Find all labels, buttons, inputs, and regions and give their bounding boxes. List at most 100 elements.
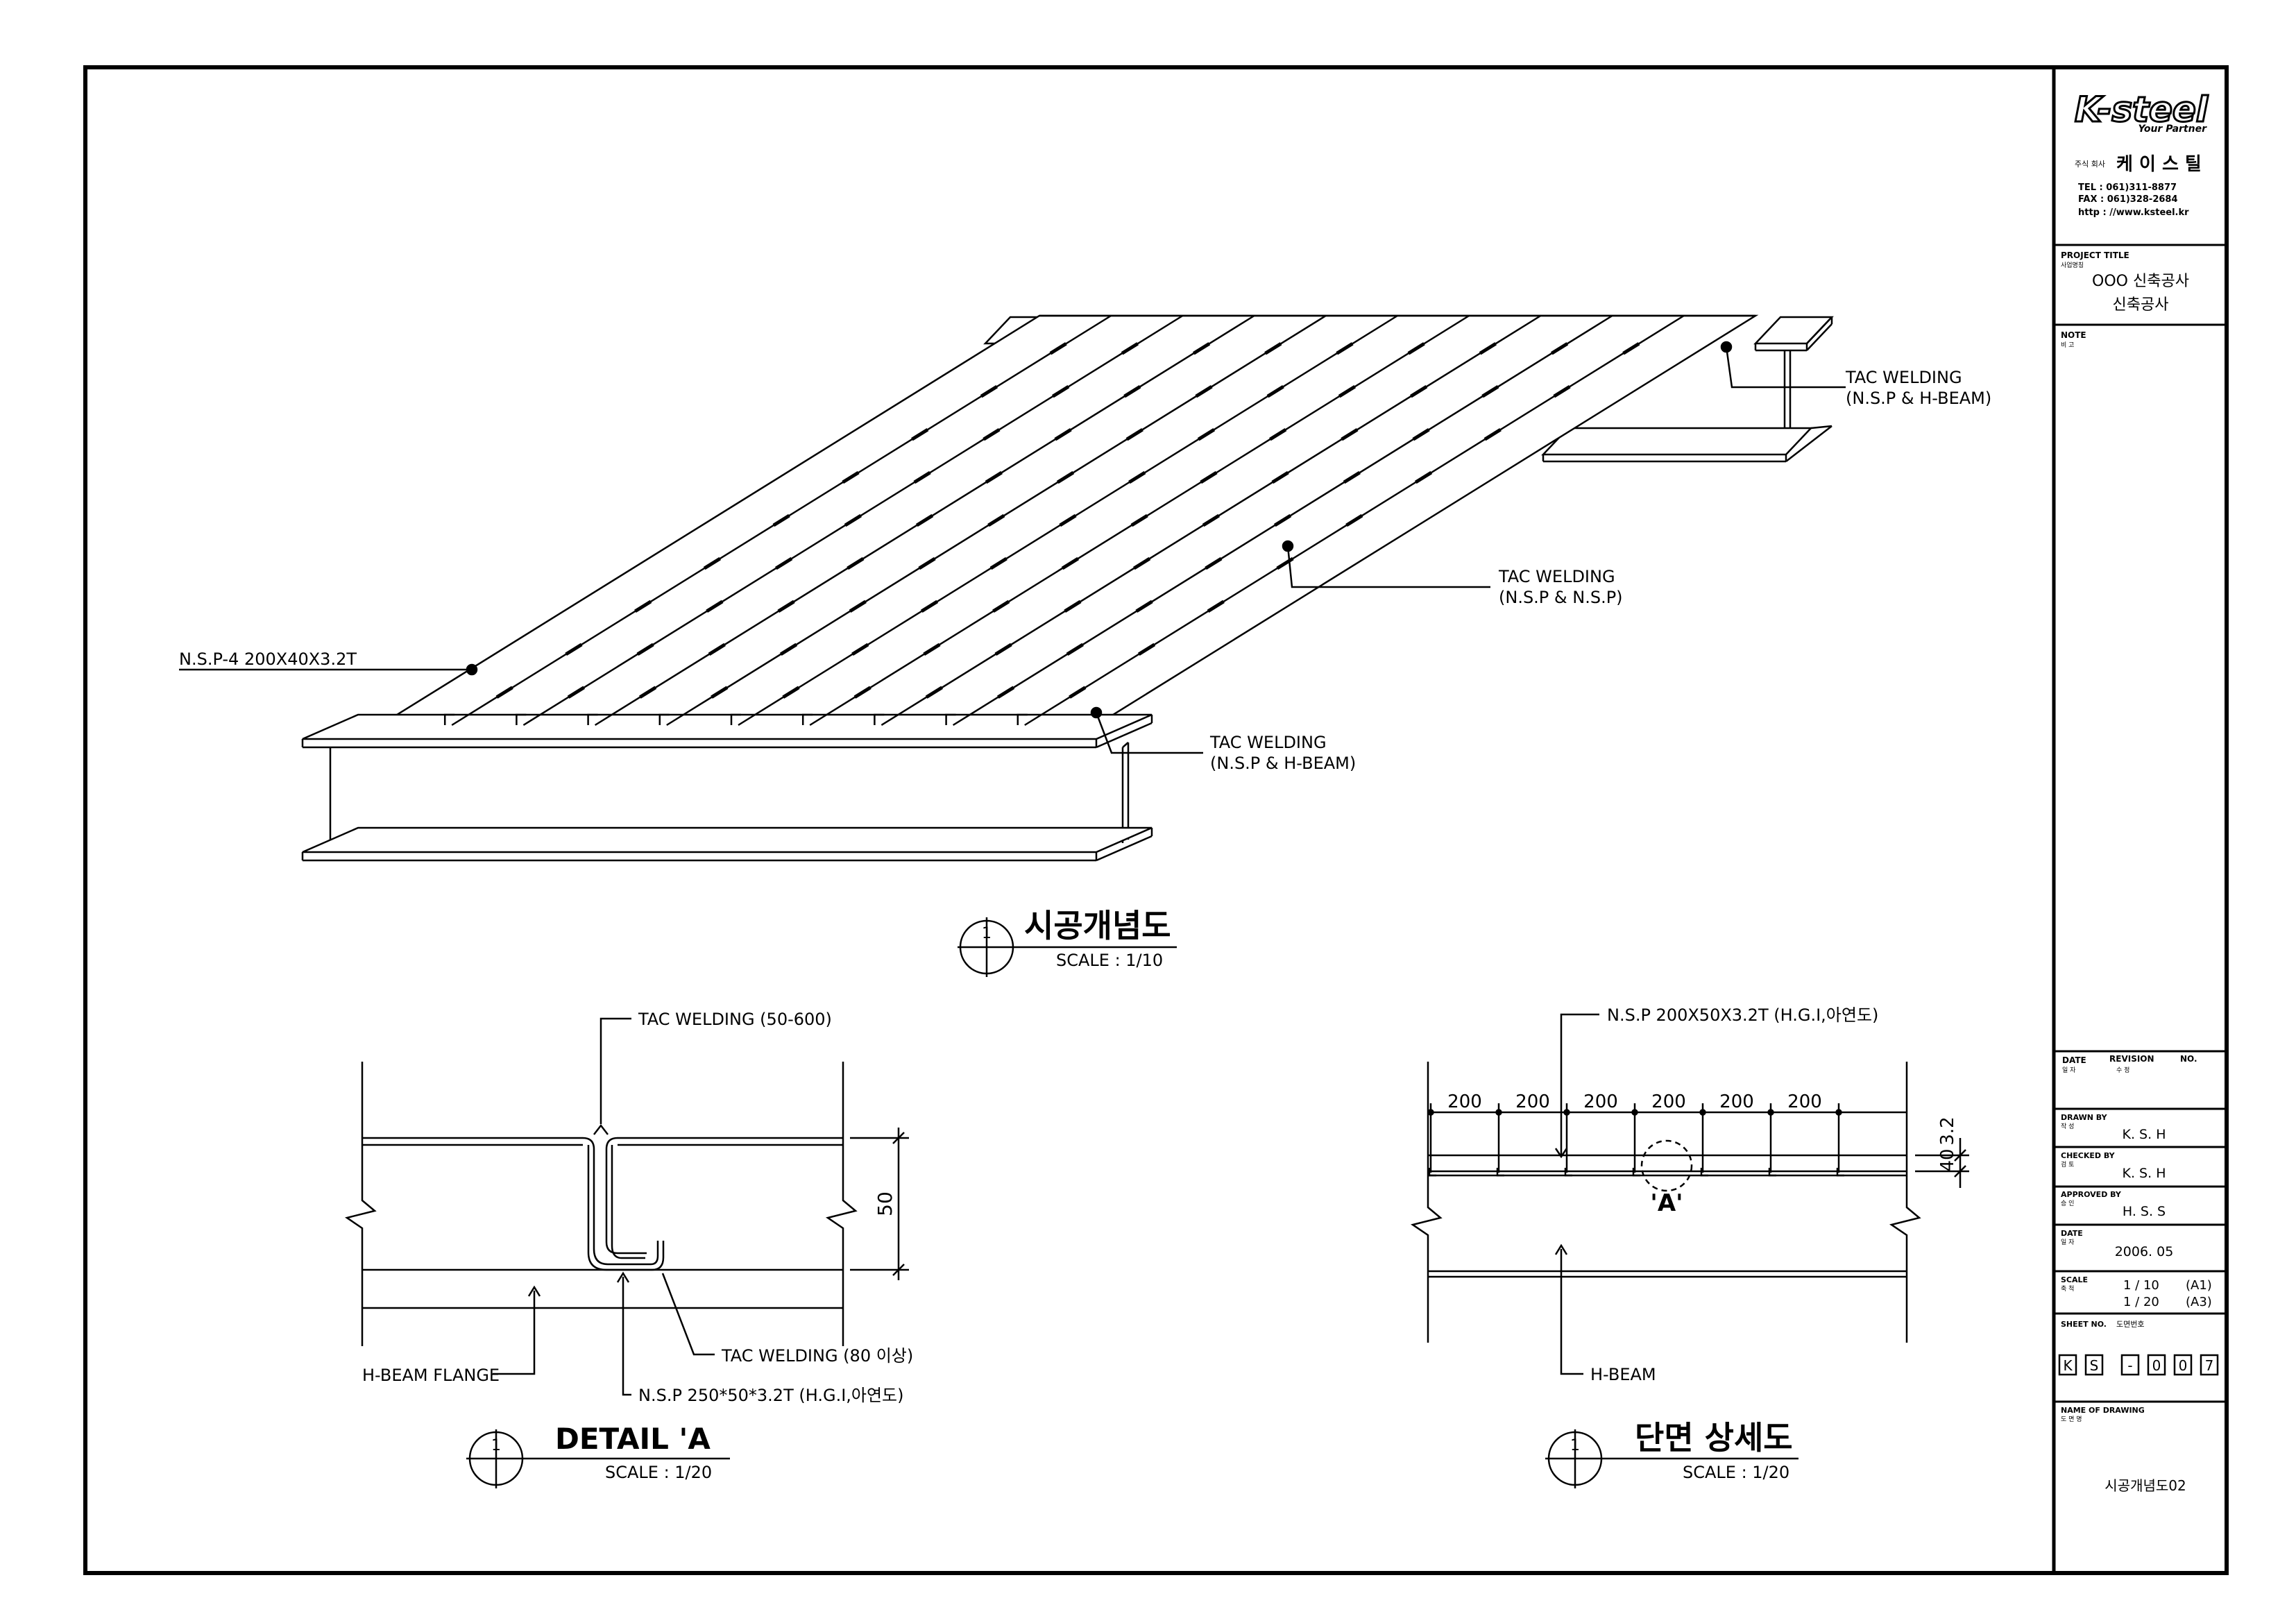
weld-dash	[983, 427, 1001, 441]
section-rib-lip	[1836, 1168, 1844, 1177]
detail-flange: H-BEAM FLANGE	[362, 1366, 500, 1385]
section-view-scale: SCALE : 1/20	[1683, 1463, 1789, 1482]
scale-a1-tag: (A1)	[2186, 1278, 2212, 1293]
approved-by-value: H. S. S	[2123, 1204, 2166, 1219]
callout-tac-mid-1: TAC WELDING	[1498, 567, 1615, 586]
iso-view	[179, 314, 1846, 862]
weld-dash	[775, 556, 793, 570]
callout-tac-top-1: TAC WELDING	[1845, 368, 1962, 387]
weld-dash	[1205, 556, 1223, 570]
sheet-char-box	[2058, 1354, 2077, 1376]
iso-view-number: 1	[982, 925, 992, 942]
detail-tac-top: TAC WELDING (50-600)	[638, 1010, 832, 1029]
weld-dash	[1483, 427, 1502, 441]
detail-view-title	[466, 1429, 730, 1488]
weld-dash	[1274, 513, 1292, 527]
weld-dash	[636, 643, 654, 656]
weld-dash	[777, 600, 795, 613]
scale-a1-value: 1 / 10	[2123, 1278, 2159, 1293]
weld-dash	[1271, 470, 1289, 484]
panel-lip	[587, 713, 598, 725]
date-label: DATE	[2061, 1229, 2083, 1238]
iso-view-scale: SCALE : 1/10	[1056, 951, 1163, 970]
company-fax: FAX : 061)328-2684	[2078, 194, 2178, 205]
section-view-number: 1	[1570, 1437, 1580, 1454]
weld-dash	[779, 643, 798, 656]
weld-dash	[1064, 600, 1082, 613]
weld-dash	[911, 427, 929, 441]
weld-dash	[772, 513, 790, 527]
note-label: NOTE	[2061, 330, 2086, 340]
sheet-char: -	[2127, 1357, 2132, 1374]
weld-dash	[1137, 643, 1156, 656]
weld-dash	[639, 686, 657, 699]
weld-dash	[1061, 556, 1080, 570]
weld-dash	[1407, 342, 1425, 355]
weld-dash	[567, 686, 585, 699]
panel-lip	[516, 713, 527, 725]
weld-dash	[1479, 342, 1497, 355]
section-nsp: N.S.P 200X50X3.2T (H.G.I,아연도)	[1607, 1005, 1878, 1025]
weld-dash	[920, 600, 939, 613]
title-block-lines	[2054, 244, 2227, 1403]
callout-tac-bottom-1: TAC WELDING	[1209, 733, 1327, 752]
weld-dash	[782, 686, 800, 699]
weld-dash	[916, 513, 934, 527]
revision-col-label: REVISION	[2109, 1054, 2154, 1064]
weld-dash	[918, 556, 936, 570]
sheet-no-sub: 도면번호	[2116, 1320, 2144, 1329]
weld-dash	[1197, 427, 1216, 441]
sheet-char: 0	[2179, 1357, 2188, 1374]
note-sub: 비 고	[2061, 341, 2074, 349]
back-h-beam	[1541, 316, 1834, 463]
scale-a3-tag: (A3)	[2186, 1295, 2212, 1309]
weld-dash	[985, 470, 1003, 484]
checked-by-label: CHECKED BY	[2061, 1151, 2116, 1160]
detail-dim-50: 50	[874, 1191, 896, 1216]
approved-by-sub: 승 인	[2061, 1200, 2074, 1207]
section-dim-thk: 3.2	[1937, 1116, 1958, 1145]
section-spacing-label: 200	[1515, 1091, 1550, 1112]
detail-view-name: DETAIL 'A	[555, 1422, 711, 1456]
section-spacing-label: 200	[1583, 1091, 1618, 1112]
weld-dash	[989, 556, 1007, 570]
weld-dash	[1125, 427, 1143, 441]
section-dim-dot	[1495, 1109, 1502, 1116]
weld-dash	[1410, 385, 1428, 398]
weld-dash	[1059, 513, 1077, 527]
section-rib-lip	[1700, 1168, 1708, 1177]
weld-dash	[923, 643, 941, 656]
weld-dash	[987, 513, 1005, 527]
project-title-sub: 사업명칭	[2061, 262, 2084, 269]
revision-col-sub: 수 정	[2116, 1067, 2129, 1074]
scale-sub: 축 척	[2061, 1285, 2074, 1293]
sheet-char-box	[2084, 1354, 2104, 1376]
section-spacing-label: 200	[1447, 1091, 1482, 1112]
company-prefix: 주식 회사	[2075, 160, 2105, 169]
weld-dash	[1622, 342, 1640, 355]
weld-dash	[1207, 600, 1225, 613]
weld-dash	[1338, 385, 1357, 398]
weld-dash	[851, 643, 869, 656]
weld-dash	[1128, 470, 1146, 484]
drawn-by-sub: 작 성	[2061, 1123, 2074, 1130]
sheet-char-box	[2147, 1354, 2166, 1376]
section-rib-lip	[1564, 1168, 1572, 1177]
scale-a3-value: 1 / 20	[2123, 1295, 2159, 1309]
weld-dash	[1121, 342, 1139, 355]
section-view	[1410, 1013, 1969, 1375]
weld-dash	[1345, 513, 1363, 527]
company-logo: K-steel	[2075, 90, 2209, 130]
sheet-border	[83, 65, 2229, 1575]
project-title-label: PROJECT TITLE	[2061, 250, 2129, 260]
weld-dash	[1069, 686, 1087, 699]
panel-lip	[1017, 713, 1028, 725]
weld-dash	[913, 470, 931, 484]
weld-dash	[980, 385, 998, 398]
weld-dash	[1551, 342, 1569, 355]
weld-dash	[1269, 427, 1287, 441]
leader-tac-bottom	[1095, 712, 1203, 754]
approved-by-label: APPROVED BY	[2061, 1190, 2122, 1199]
section-spacing-label: 200	[1719, 1091, 1754, 1112]
